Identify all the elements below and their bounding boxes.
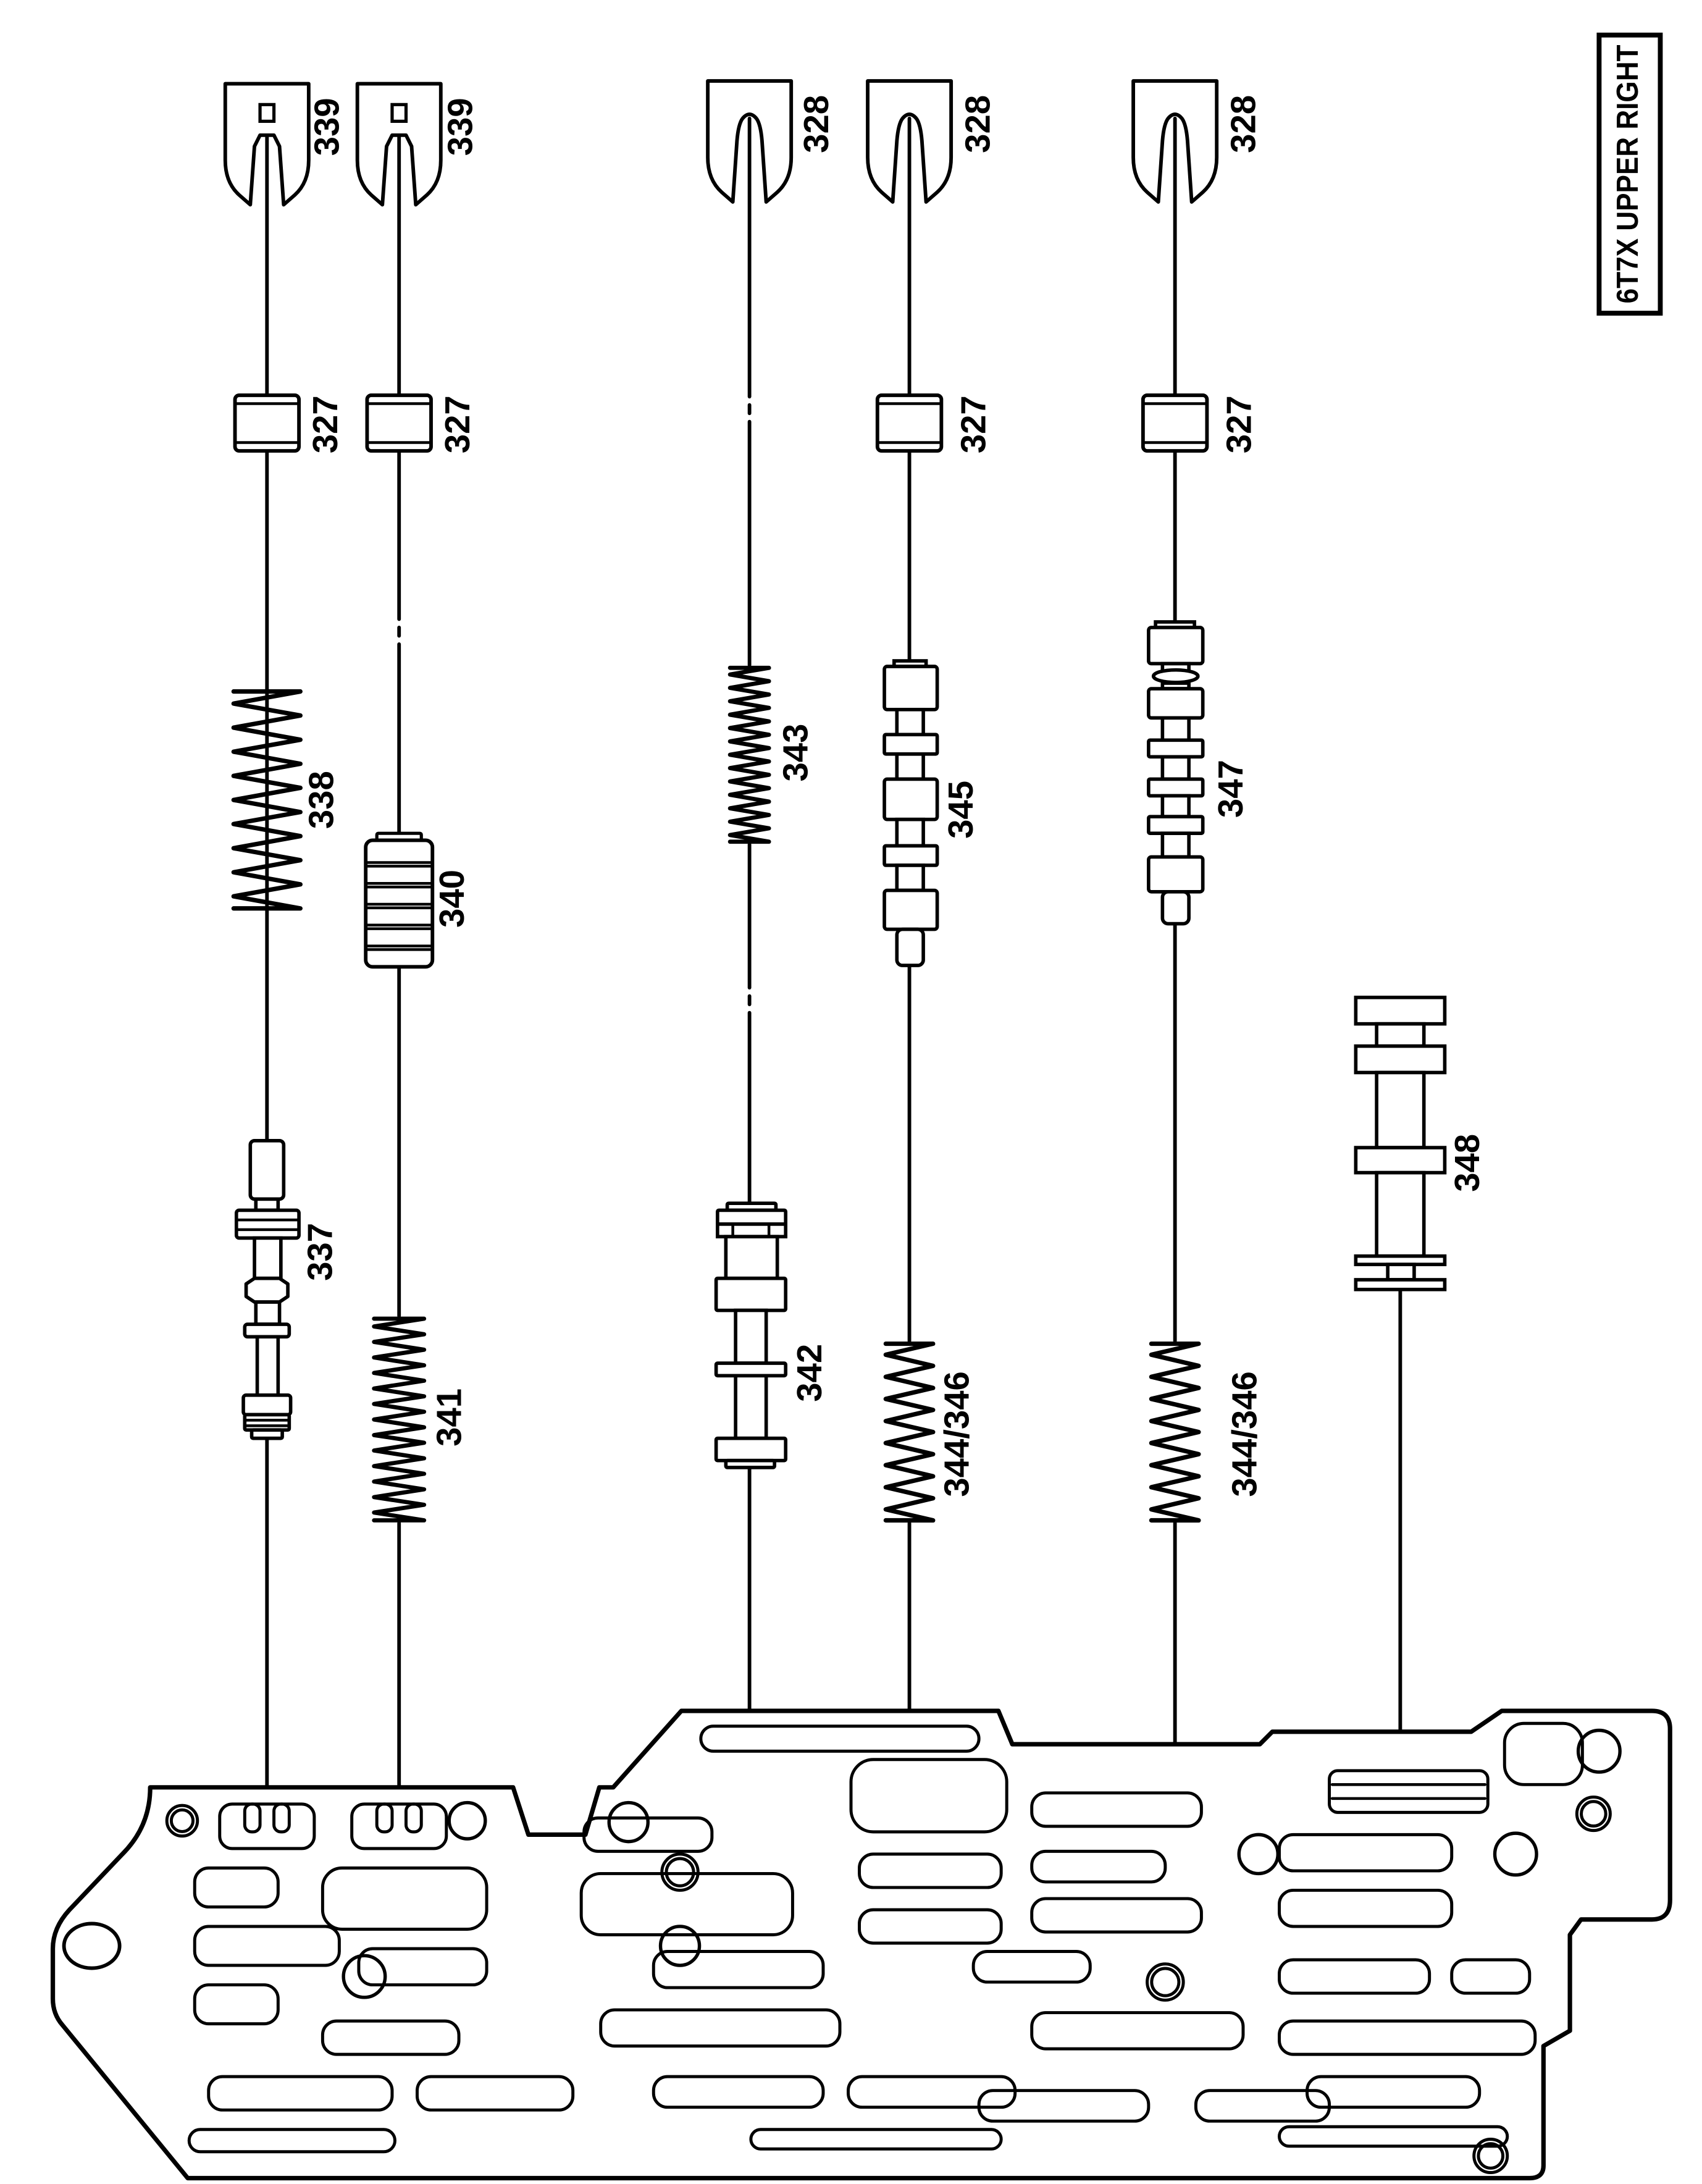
part-spring-341: 341	[372, 1316, 469, 1522]
valve-train-rod-lines	[265, 111, 1402, 1815]
title-block: 6T7X UPPER RIGHT	[1596, 32, 1663, 316]
part-retainer-327-col2: 327	[365, 393, 477, 453]
part-label-327: 327	[1220, 395, 1259, 453]
part-valve-348: 348	[1354, 996, 1486, 1292]
part-label-337: 337	[300, 1223, 339, 1281]
part-spring-344-346-col4: 344/346	[883, 1341, 976, 1523]
part-label-340: 340	[432, 870, 471, 928]
part-clip-339-col2: 339	[355, 82, 480, 207]
part-label-339: 339	[308, 98, 346, 156]
part-label-344-346: 344/346	[1225, 1371, 1264, 1497]
part-retainer-327-col4: 327	[875, 393, 993, 453]
part-piston-340: 340	[364, 831, 471, 969]
part-retainer-327-col5: 327	[1141, 393, 1259, 453]
part-spring-344-346-col5: 344/346	[1149, 1341, 1264, 1523]
part-clip-328-col5: 328	[1131, 79, 1262, 204]
part-label-328: 328	[958, 95, 997, 153]
part-clip-328-col4: 328	[866, 79, 997, 204]
part-label-341: 341	[430, 1388, 469, 1447]
part-label-347: 347	[1211, 760, 1250, 818]
part-label-339: 339	[441, 98, 480, 156]
part-valve-345: 345	[882, 659, 980, 967]
part-clip-339-col1: 339	[223, 82, 346, 207]
diagram-title: 6T7X UPPER RIGHT	[1611, 45, 1645, 304]
valve-body-casting	[50, 1708, 1672, 2181]
part-label-327: 327	[954, 395, 993, 453]
part-label-327: 327	[438, 395, 477, 453]
part-label-342: 342	[790, 1344, 829, 1402]
part-label-327: 327	[306, 395, 345, 453]
part-label-345: 345	[941, 781, 980, 839]
part-retainer-327-col1: 327	[233, 393, 345, 453]
part-valve-337: 337	[234, 1138, 339, 1440]
part-label-328: 328	[797, 95, 836, 153]
part-label-338: 338	[302, 771, 341, 829]
part-label-343: 343	[776, 724, 815, 782]
part-valve-347: 347	[1147, 620, 1250, 926]
part-valve-342: 342	[714, 1201, 829, 1469]
part-clip-328-col3: 328	[706, 79, 836, 204]
part-label-344-346: 344/346	[937, 1371, 976, 1497]
part-label-348: 348	[1448, 1134, 1486, 1192]
part-spring-343: 343	[727, 665, 815, 844]
part-spring-338: 338	[231, 689, 341, 911]
part-label-328: 328	[1223, 95, 1262, 153]
